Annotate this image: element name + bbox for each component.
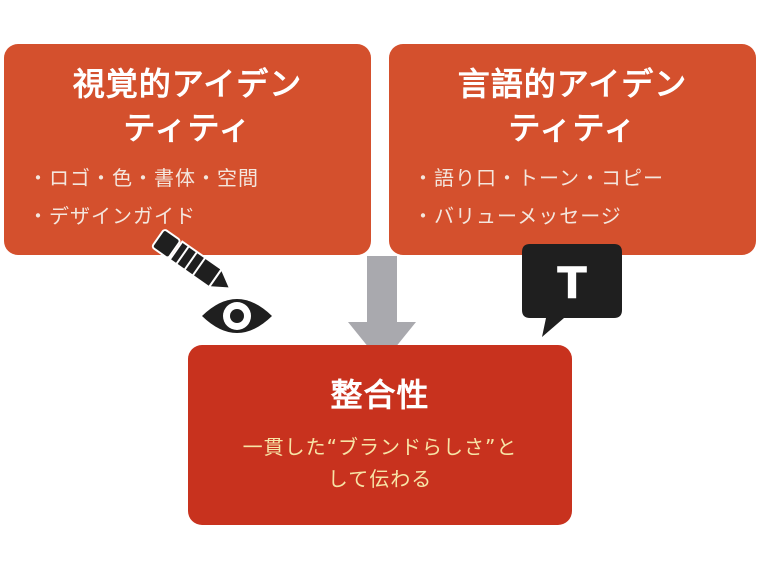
visual-identity-box: 視覚的アイデン ティティ ・ロゴ・色・書体・空間 ・デザインガイド: [4, 44, 371, 255]
verbal-identity-title-line1: 言語的アイデン: [457, 65, 688, 103]
verbal-identity-bullets: ・語り口・トーン・コピー ・バリューメッセージ: [413, 159, 664, 235]
visual-identity-title: 視覚的アイデン ティティ: [4, 62, 371, 150]
consistency-subtitle: 一貫した“ブランドらしさ”と して伝わる: [208, 431, 552, 495]
verbal-identity-title-line2: ティティ: [508, 109, 637, 147]
speech-bubble-letter: T: [557, 258, 587, 309]
visual-identity-bullets: ・ロゴ・色・書体・空間 ・デザインガイド: [28, 159, 259, 235]
consistency-title: 整合性: [330, 376, 430, 414]
consistency-subtitle-line1: 一貫した“ブランドらしさ”と: [242, 435, 518, 459]
pencil-eye-icon-group: [151, 229, 272, 333]
pencil-icon: [151, 229, 232, 290]
eye-icon: [202, 299, 272, 333]
visual-bullet-1: ・ロゴ・色・書体・空間: [28, 166, 259, 190]
visual-identity-title-line1: 視覚的アイデン: [72, 65, 303, 103]
consistency-box: 整合性 一貫した“ブランドらしさ”と して伝わる: [188, 345, 572, 525]
verbal-bullet-2: ・バリューメッセージ: [413, 204, 622, 228]
verbal-bullet-1: ・語り口・トーン・コピー: [413, 166, 664, 190]
verbal-identity-box: 言語的アイデン ティティ ・語り口・トーン・コピー ・バリューメッセージ: [389, 44, 756, 255]
visual-identity-title-line2: ティティ: [123, 109, 252, 147]
verbal-identity-title: 言語的アイデン ティティ: [389, 62, 756, 150]
visual-bullet-2: ・デザインガイド: [28, 204, 196, 228]
speech-bubble-t-icon: T: [522, 244, 622, 337]
down-arrow-icon: [348, 256, 416, 364]
consistency-subtitle-line2: して伝わる: [327, 467, 433, 491]
